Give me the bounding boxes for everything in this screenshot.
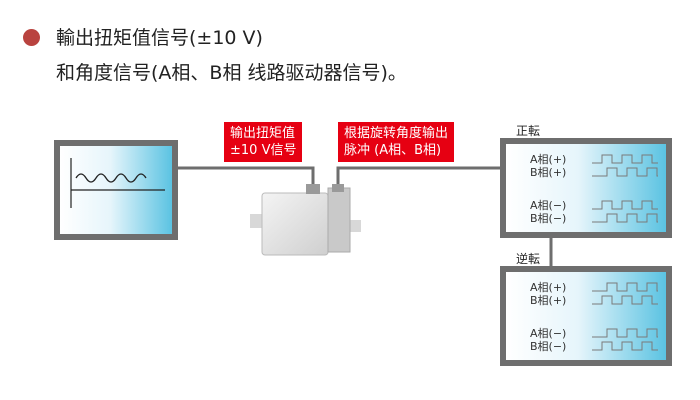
reverse-pulse-panel — [500, 266, 672, 366]
angle-signal-tag: 根据旋转角度输出 脉冲 (A相、B相) — [338, 122, 455, 162]
forward-title: 正転 — [516, 124, 541, 138]
forward-a-minus-label: A相(−) — [530, 199, 567, 212]
torque-monitor — [54, 140, 178, 240]
angle-tag-line-2: 脉冲 (A相、B相) — [344, 143, 442, 158]
torque-waveform — [75, 173, 147, 183]
torque-tag-line-1: 输出扭矩值 — [230, 126, 296, 141]
torque-signal-tag: 输出扭矩值 ±10 V信号 — [224, 122, 303, 162]
heading-line-1: 輸出扭矩值信号(±10 V) — [56, 27, 263, 49]
cable-lines — [178, 166, 553, 266]
reverse-b-minus-label: B相(−) — [530, 340, 567, 353]
reverse-title: 逆転 — [516, 252, 541, 266]
bullet-icon — [23, 29, 40, 46]
angle-tag-line-1: 根据旋转角度输出 — [344, 126, 449, 141]
forward-a-plus-label: A相(+) — [530, 153, 567, 166]
reverse-a-plus-label: A相(+) — [530, 281, 567, 294]
torque-tag-line-2: ±10 V信号 — [230, 143, 297, 158]
heading-line-2: 和角度信号(A相、B相 线路驱动器信号)。 — [56, 62, 407, 84]
forward-pulse-panel — [500, 138, 672, 238]
torque-sensor-device — [250, 184, 361, 256]
reverse-a-minus-label: A相(−) — [530, 327, 567, 340]
forward-b-plus-label: B相(+) — [530, 166, 567, 179]
reverse-b-plus-label: B相(+) — [530, 294, 567, 307]
forward-b-minus-label: B相(−) — [530, 212, 567, 225]
